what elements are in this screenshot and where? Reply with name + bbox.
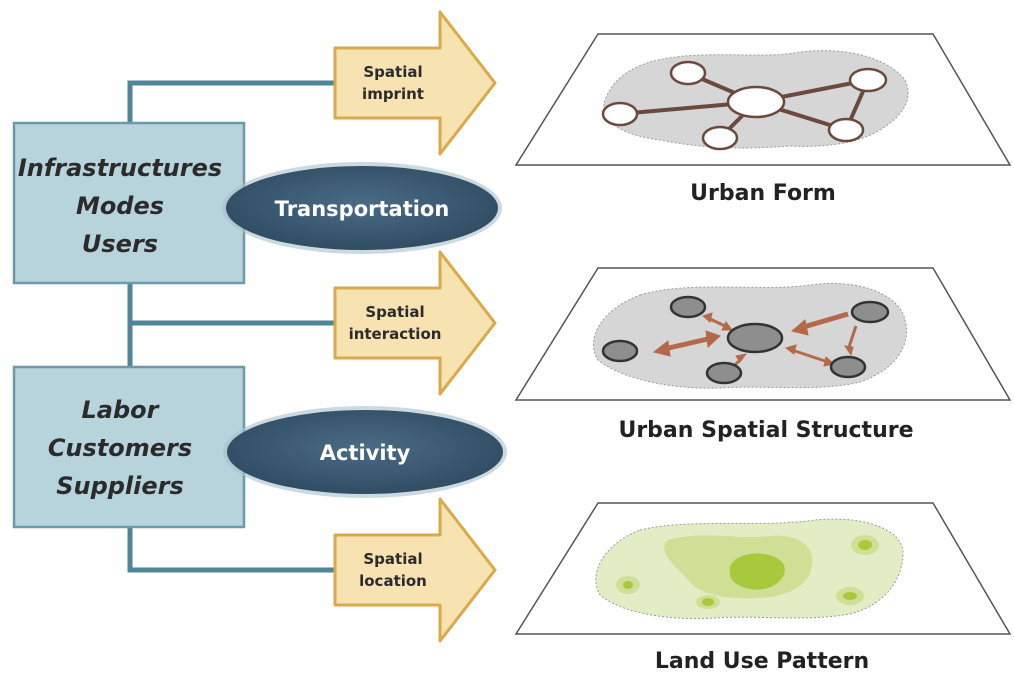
- arrow-spatial-imprint: Spatial imprint: [333, 10, 497, 156]
- block-arrow-shape: [333, 10, 497, 156]
- oval-shape: [227, 410, 503, 494]
- oval-label: Activity: [320, 441, 411, 465]
- connector-to-spatial-imprint: [127, 80, 335, 123]
- arrow-label: imprint: [362, 85, 424, 103]
- arrow-label: Spatial: [365, 303, 424, 321]
- network-node: [601, 101, 639, 127]
- connector-lines: [127, 80, 335, 573]
- oval-transportation: Transportation: [222, 162, 502, 254]
- panel-caption: Land Use Pattern: [655, 649, 869, 674]
- land-patch-core: [623, 581, 633, 589]
- box-line: Customers: [48, 434, 192, 462]
- left-box-rect: [12, 121, 246, 285]
- network-node: [701, 125, 739, 151]
- activity-node: [850, 300, 890, 324]
- oval-label: Transportation: [275, 197, 450, 221]
- arrow-label: location: [359, 572, 427, 590]
- block-arrow-shape: [333, 250, 497, 396]
- left-box-activity: Labor Customers Suppliers: [12, 365, 246, 529]
- activity-node: [705, 361, 743, 385]
- left-box-transportation: Infrastructures Modes Users: [12, 121, 246, 285]
- panel-urban-spatial-structure: Urban Spatial Structure: [514, 267, 1012, 443]
- arrow-label: Spatial: [363, 550, 422, 568]
- network-node: [669, 60, 707, 86]
- activity-node: [601, 339, 639, 363]
- panel-land-use-pattern: Land Use Pattern: [514, 502, 1012, 674]
- land-patch-core: [858, 540, 872, 550]
- land-core: [729, 553, 785, 590]
- panel-caption: Urban Spatial Structure: [618, 418, 913, 443]
- arrow-spatial-interaction: Spatial interaction: [333, 250, 497, 396]
- box-line: Modes: [76, 192, 164, 220]
- connector-to-spatial-location: [127, 527, 335, 573]
- network-node: [827, 117, 865, 143]
- box-line: Infrastructures: [18, 154, 222, 182]
- panel-urban-form: Urban Form: [514, 33, 1012, 206]
- box-line: Suppliers: [56, 472, 184, 500]
- activity-node-center: [726, 322, 784, 354]
- box-line: Labor: [82, 396, 161, 424]
- network-nodes: [601, 60, 888, 151]
- box-line: Users: [82, 230, 158, 258]
- land-patch-core: [843, 592, 857, 600]
- activity-nodes: [601, 295, 890, 385]
- arrow-spatial-location: Spatial location: [333, 497, 497, 643]
- oval-shape: [226, 166, 498, 250]
- block-arrow-shape: [333, 497, 497, 643]
- activity-node: [829, 355, 867, 379]
- network-node-center: [726, 85, 786, 119]
- activity-node: [669, 295, 707, 319]
- left-box-rect: [12, 365, 246, 529]
- land-patch-core: [702, 598, 714, 606]
- network-node: [848, 67, 888, 93]
- arrow-label: Spatial: [363, 63, 422, 81]
- arrow-label: interaction: [349, 325, 442, 343]
- oval-activity: Activity: [223, 406, 507, 498]
- panel-caption: Urban Form: [690, 181, 836, 206]
